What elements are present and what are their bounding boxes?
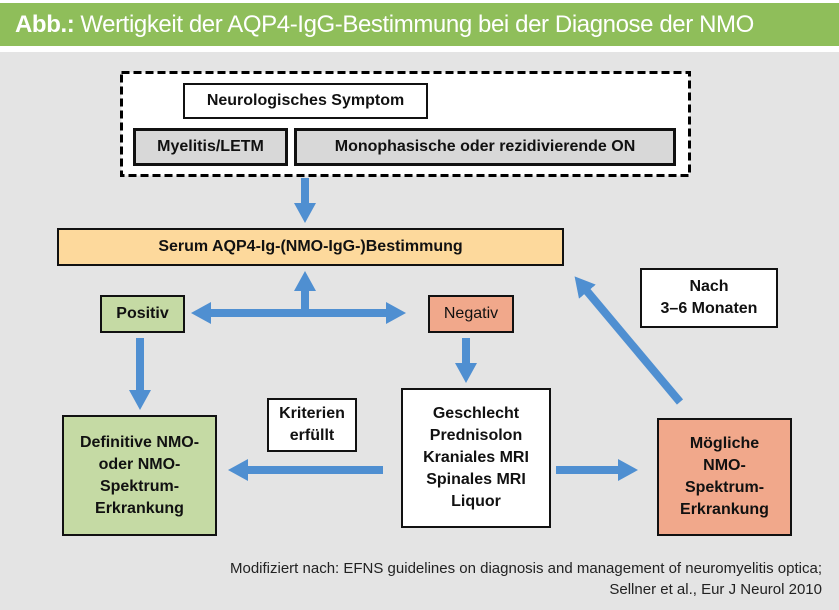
- neurological-symptom-label: Neurologisches Symptom: [206, 92, 405, 109]
- criteria-line: Kriterien: [279, 405, 345, 422]
- source-note: Modifiziert nach: EFNS guidelines on dia…: [230, 558, 822, 600]
- retest-line: Nach: [689, 278, 729, 295]
- possible-line: Spektrum-: [684, 479, 765, 496]
- workup-line: Spinales MRI: [426, 471, 526, 488]
- box-criteria-met: Kriterien erfüllt: [267, 398, 357, 452]
- definitive-line: oder NMO-: [98, 455, 181, 473]
- serum-test-label: Serum AQP4-Ig-(NMO-IgG-)Bestimmung: [158, 238, 463, 255]
- box-workup-factors: Geschlecht Prednisolon Kraniales MRI Spi…: [401, 388, 551, 528]
- arrow-possible-to-retest: [574, 276, 684, 405]
- box-myelitis-letm: Myelitis/LETM: [133, 128, 288, 166]
- figure-label: Abb.:: [15, 10, 75, 38]
- source-line: Sellner et al., Eur J Neurol 2010: [609, 581, 822, 598]
- figure-header: Abb.: Wertigkeit der AQP4-IgG-Bestimmung…: [0, 3, 839, 46]
- box-positive: Positiv: [100, 295, 185, 333]
- optic-neuritis-label: Monophasische oder rezidivierende ON: [334, 138, 636, 155]
- source-line: Modifiziert nach: EFNS guidelines on dia…: [230, 560, 822, 577]
- myelitis-label: Myelitis/LETM: [157, 138, 264, 155]
- box-neurological-symptom: Neurologisches Symptom: [183, 83, 428, 119]
- box-negative: Negativ: [428, 295, 514, 333]
- box-definitive-nmo: Definitive NMO- oder NMO- Spektrum- Erkr…: [62, 415, 217, 536]
- box-retest-interval: Nach 3–6 Monaten: [640, 268, 778, 328]
- box-serum-test: Serum AQP4-Ig-(NMO-IgG-)Bestimmung: [57, 228, 564, 266]
- box-possible-nmosd: Mögliche NMO- Spektrum- Erkrankung: [657, 418, 792, 536]
- possible-line: NMO-: [703, 457, 746, 474]
- possible-line: Erkrankung: [680, 501, 769, 518]
- negative-label: Negativ: [443, 305, 499, 322]
- definitive-line: Erkrankung: [95, 499, 184, 517]
- workup-line: Prednisolon: [429, 427, 523, 444]
- retest-line: 3–6 Monaten: [660, 300, 758, 317]
- definitive-line: Definitive NMO-: [79, 433, 200, 451]
- box-optic-neuritis: Monophasische oder rezidivierende ON: [294, 128, 676, 166]
- possible-line: Mögliche: [689, 435, 760, 452]
- positive-label: Positiv: [116, 305, 169, 322]
- workup-line: Liquor: [451, 493, 501, 510]
- definitive-line: Spektrum-: [99, 477, 180, 495]
- criteria-line: erfüllt: [289, 427, 335, 444]
- workup-line: Kraniales MRI: [423, 449, 529, 466]
- workup-line: Geschlecht: [432, 405, 520, 422]
- figure-title: Wertigkeit der AQP4-IgG-Bestimmung bei d…: [80, 10, 754, 38]
